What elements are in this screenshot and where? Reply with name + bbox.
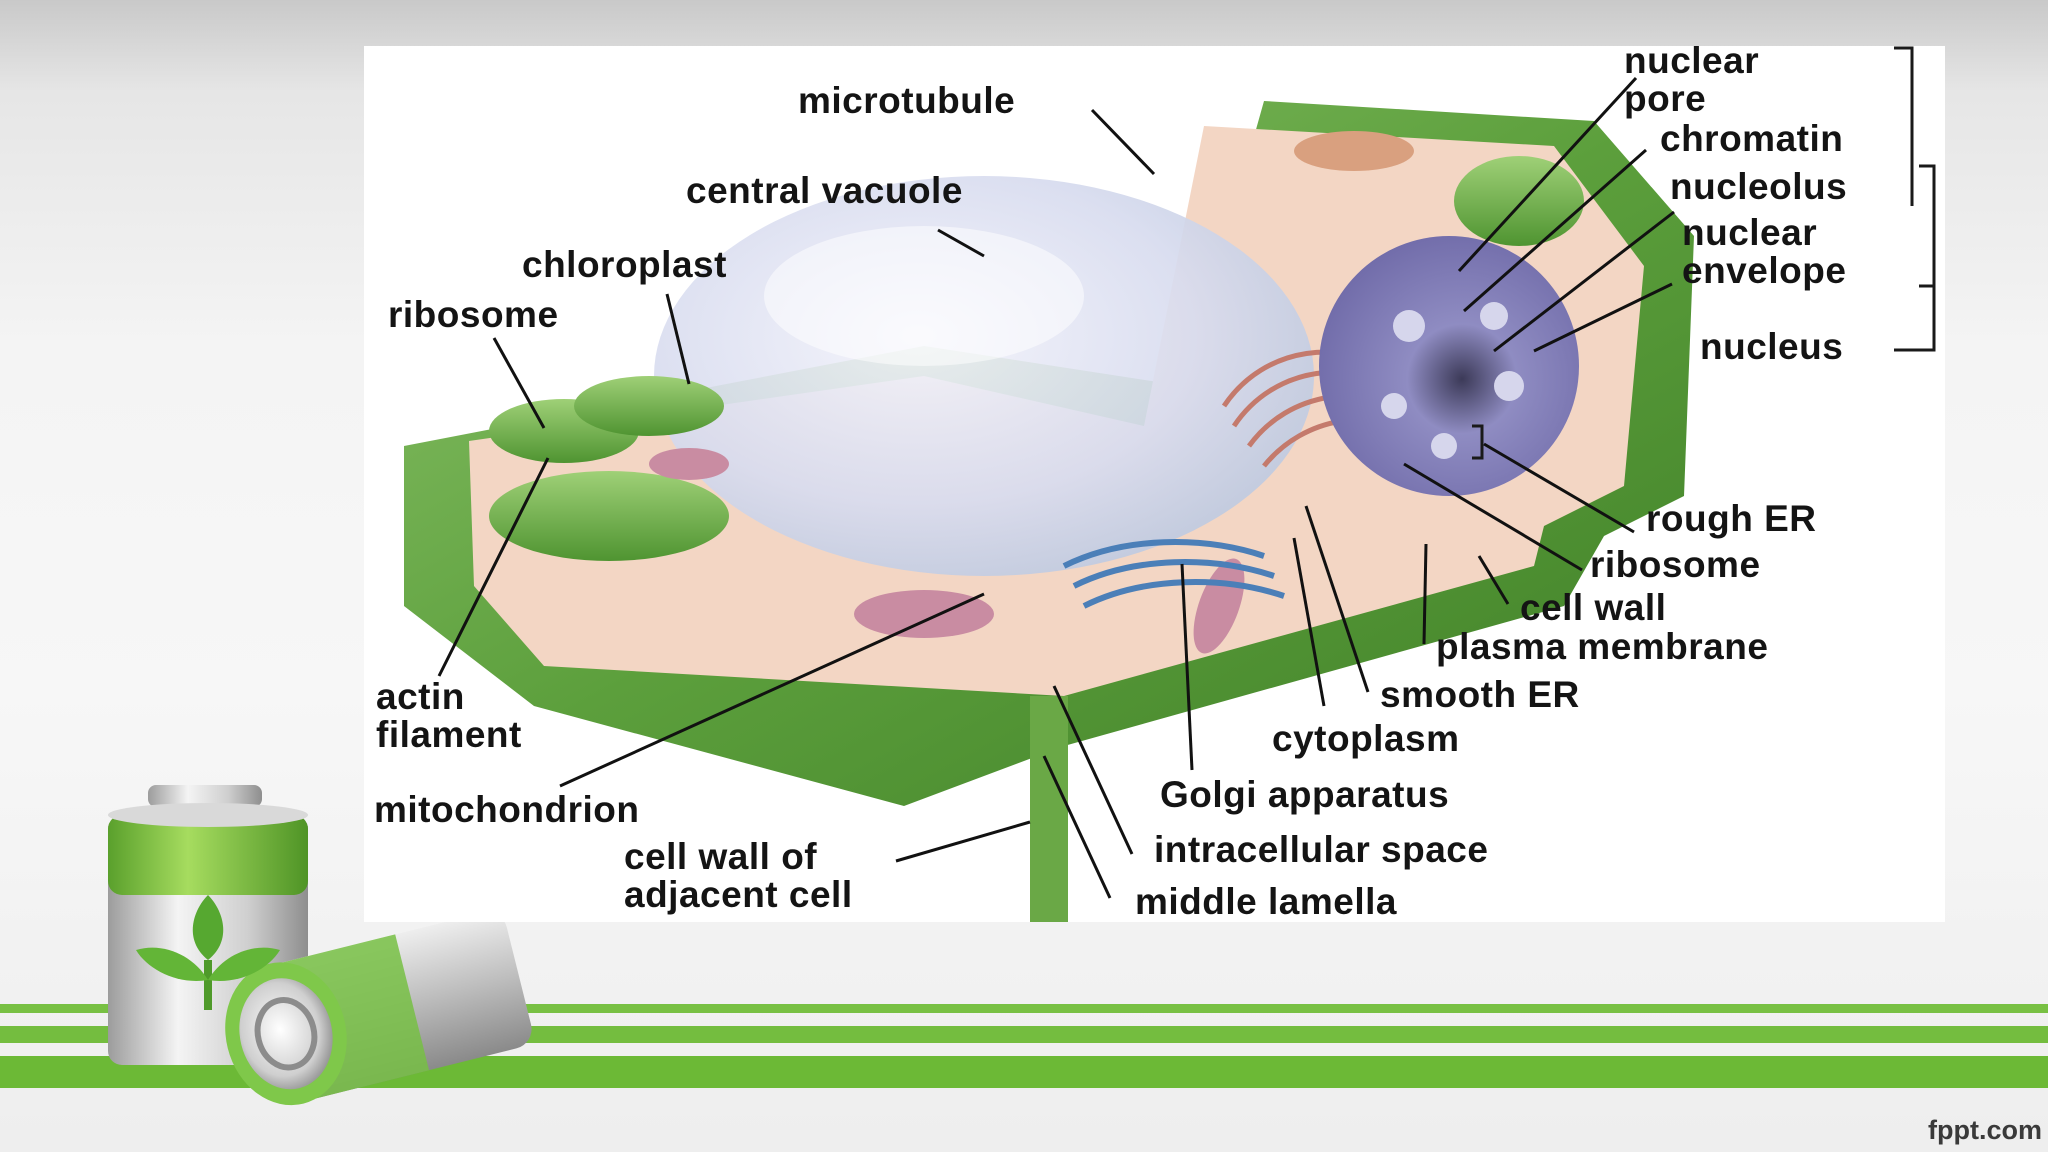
- label-microtubule: microtubule: [798, 82, 1015, 120]
- label-nucleus: nucleus: [1700, 328, 1843, 366]
- adjacent-wall-strip: [1030, 696, 1068, 922]
- label-golgi-apparatus: Golgi apparatus: [1160, 776, 1449, 814]
- label-actin-filament: actin filament: [376, 678, 522, 754]
- label-nuclear-pore: nuclear pore: [1624, 42, 1759, 118]
- label-mitochondrion: mitochondrion: [374, 791, 639, 829]
- label-central-vacuole: central vacuole: [686, 172, 963, 210]
- label-cell-wall: cell wall: [1520, 589, 1666, 627]
- label-cell-wall-adjacent: cell wall of adjacent cell: [624, 838, 853, 914]
- label-nuclear-envelope: nuclear envelope: [1682, 214, 1846, 290]
- label-middle-lamella: middle lamella: [1135, 883, 1397, 921]
- footer-brand: fppt.com: [1928, 1115, 2042, 1146]
- label-smooth-er: smooth ER: [1380, 676, 1580, 714]
- nucleus-shape: [1319, 236, 1579, 496]
- label-ribosome-left: ribosome: [388, 296, 559, 334]
- label-cytoplasm: cytoplasm: [1272, 720, 1460, 758]
- label-ribosome-right: ribosome: [1590, 546, 1761, 584]
- label-chloroplast: chloroplast: [522, 246, 727, 284]
- label-plasma-membrane: plasma membrane: [1436, 628, 1768, 666]
- label-rough-er: rough ER: [1646, 500, 1816, 538]
- label-nucleolus: nucleolus: [1670, 168, 1847, 206]
- label-intracellular-space: intracellular space: [1154, 831, 1488, 869]
- label-chromatin: chromatin: [1660, 120, 1843, 158]
- plant-cell-diagram: microtubule central vacuole chloroplast …: [364, 46, 1945, 922]
